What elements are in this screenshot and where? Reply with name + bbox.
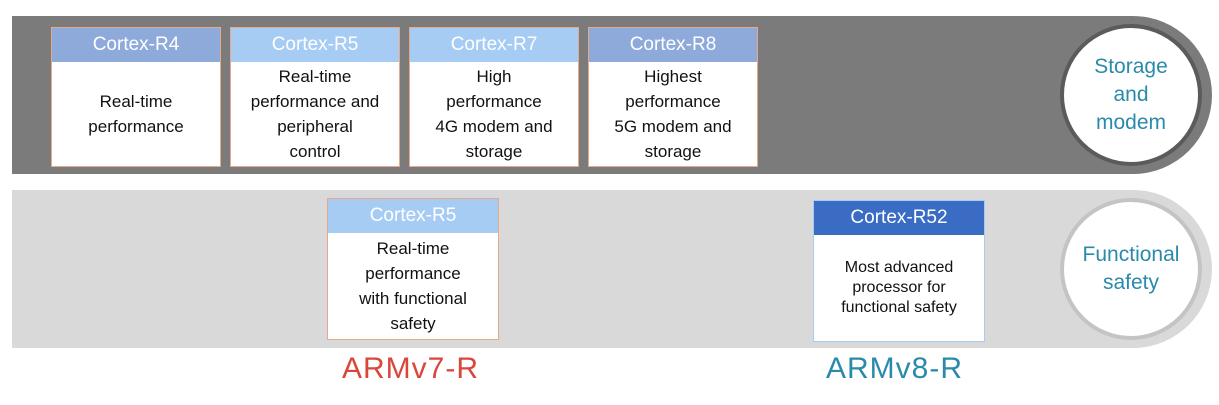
card-body: Highest performance 5G modem and storage [614, 67, 732, 161]
armv8-r-label: ARMv8-R [826, 352, 964, 385]
card-cortex-r4: Cortex-R4 Real-time performance [51, 27, 221, 167]
armv7-r-label: ARMv7-R [342, 352, 480, 385]
card-title: Cortex-R4 [52, 28, 220, 62]
functional-safety-circle: Functional safety [1060, 198, 1202, 340]
card-body: Real-time performance [88, 92, 184, 136]
card-body: Most advanced processor for functional s… [841, 259, 957, 316]
card-body: High performance 4G modem and storage [435, 67, 553, 161]
card-title: Cortex-R5 [231, 28, 399, 62]
functional-safety-band [12, 190, 1212, 348]
card-cortex-r5-storage: Cortex-R5 Real-time performance and peri… [230, 27, 400, 167]
card-cortex-r7: Cortex-R7 High performance 4G modem and … [409, 27, 579, 167]
card-body: Real-time performance and peripheral con… [250, 67, 380, 161]
card-cortex-r52: Cortex-R52 Most advanced processor for f… [813, 200, 985, 342]
card-cortex-r8: Cortex-R8 Highest performance 5G modem a… [588, 27, 758, 167]
storage-modem-circle: Storage and modem [1060, 24, 1202, 166]
card-body: Real-time performance with functional sa… [359, 239, 467, 333]
storage-modem-label: Storage and modem [1094, 55, 1168, 134]
card-cortex-r5-safety: Cortex-R5 Real-time performance with fun… [327, 198, 499, 340]
card-title: Cortex-R5 [328, 199, 498, 233]
card-title: Cortex-R8 [589, 28, 757, 62]
functional-safety-label: Functional safety [1082, 243, 1180, 294]
card-title: Cortex-R7 [410, 28, 578, 62]
card-title: Cortex-R52 [814, 201, 984, 235]
